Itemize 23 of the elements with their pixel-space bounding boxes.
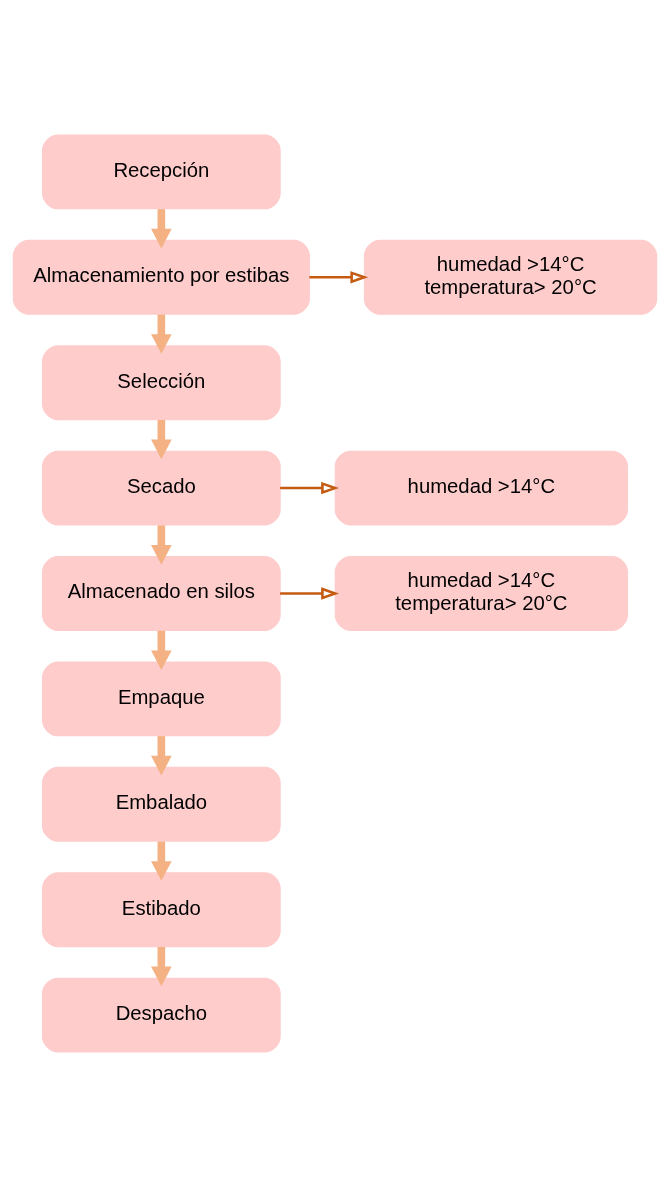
arrow	[151, 630, 172, 670]
node-box: Embalado	[41, 766, 281, 842]
node-box: humedad >14°C temperatura> 20°C	[363, 239, 658, 315]
arrow	[151, 524, 172, 565]
node-box: Estibado	[41, 871, 281, 947]
arrow	[280, 481, 339, 494]
node-box: Secado	[41, 450, 281, 526]
node-box: Empaque	[41, 660, 281, 736]
node-box: Recepción	[41, 133, 281, 209]
arrow	[151, 946, 172, 986]
arrow	[309, 270, 369, 284]
arrow	[151, 735, 172, 775]
node-box: humedad >14°C	[334, 450, 629, 526]
node-box: Almacenamiento por estibas	[12, 239, 310, 315]
node-box: Almacenado en silos	[41, 555, 281, 631]
arrow	[280, 586, 339, 600]
node-box: Selección	[41, 344, 281, 420]
node-box: Despacho	[41, 977, 281, 1053]
arrow	[151, 841, 172, 881]
arrow	[151, 419, 172, 459]
node-box: humedad >14°C temperatura> 20°C	[334, 555, 629, 631]
arrow	[151, 208, 172, 248]
arrow	[151, 314, 172, 354]
